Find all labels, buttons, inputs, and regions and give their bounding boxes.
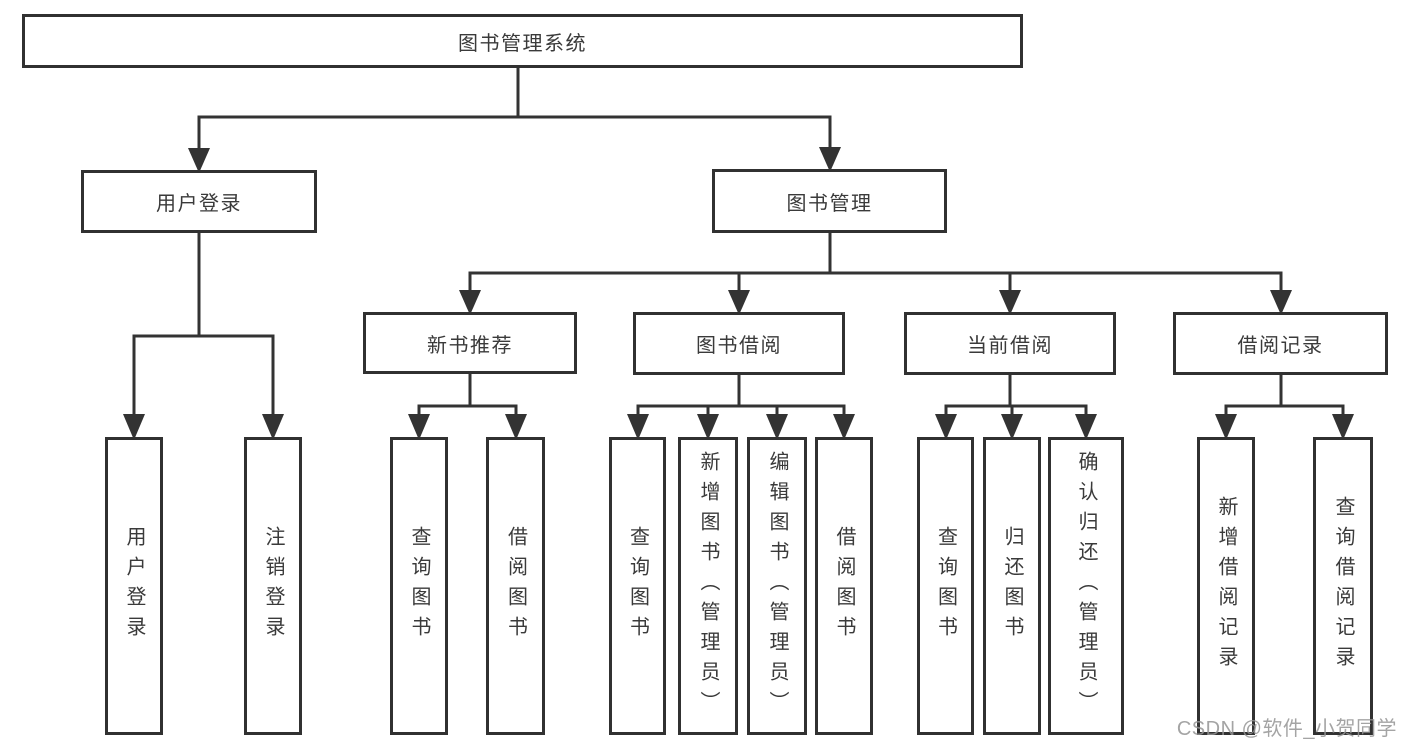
node-borrowing-records: 借阅记录 <box>1173 312 1388 375</box>
node-leaf-recommend-borrow-books: 借阅图书 <box>486 437 545 735</box>
node-leaf-recommend-query-books: 查询图书 <box>390 437 448 735</box>
node-leaf-borrowing-add-books-admin: 新增图书（管理员） <box>678 437 738 735</box>
node-label: 查询借阅记录 <box>1332 496 1354 676</box>
node-leaf-logout: 注销登录 <box>244 437 302 735</box>
node-label: 查询图书 <box>408 526 430 646</box>
node-label: 查询图书 <box>626 526 649 646</box>
node-book-borrowing: 图书借阅 <box>633 312 845 375</box>
node-label: 确认归还（管理员） <box>1075 451 1097 721</box>
node-current-borrowing: 当前借阅 <box>904 312 1116 375</box>
node-leaf-user-login: 用户登录 <box>105 437 163 735</box>
node-leaf-borrowing-edit-books-admin: 编辑图书（管理员） <box>747 437 807 735</box>
node-leaf-current-return-books: 归还图书 <box>983 437 1041 735</box>
node-label: 图书借阅 <box>696 335 782 357</box>
node-label: 借阅图书 <box>504 526 527 646</box>
node-label: 归还图书 <box>1001 526 1023 646</box>
node-label: 注销登录 <box>262 526 284 646</box>
node-label: 图书管理 <box>786 192 873 215</box>
node-user-login-branch: 用户登录 <box>81 170 317 233</box>
node-label: 用户登录 <box>123 526 145 646</box>
node-label: 当前借阅 <box>967 335 1053 357</box>
node-leaf-records-add-record: 新增借阅记录 <box>1197 437 1255 735</box>
node-leaf-borrowing-borrow-books: 借阅图书 <box>815 437 873 735</box>
node-label: 编辑图书（管理员） <box>766 451 788 721</box>
node-label: 查询图书 <box>934 526 957 646</box>
node-root-label: 图书管理系统 <box>458 32 587 55</box>
node-label: 新书推荐 <box>427 334 513 357</box>
node-book-management-branch: 图书管理 <box>712 169 947 233</box>
node-label: 用户登录 <box>156 193 242 215</box>
node-root-library-system: 图书管理系统 <box>22 14 1023 68</box>
node-label: 借阅图书 <box>833 526 855 646</box>
node-leaf-current-confirm-return-admin: 确认归还（管理员） <box>1048 437 1124 735</box>
node-label: 新增图书（管理员） <box>697 451 719 721</box>
node-leaf-current-query-books: 查询图书 <box>917 437 974 735</box>
node-new-book-recommendation: 新书推荐 <box>363 312 577 374</box>
node-label: 借阅记录 <box>1237 335 1324 357</box>
node-label: 新增借阅记录 <box>1215 496 1237 676</box>
node-leaf-records-query-record: 查询借阅记录 <box>1313 437 1373 735</box>
node-leaf-borrowing-query-books: 查询图书 <box>609 437 666 735</box>
